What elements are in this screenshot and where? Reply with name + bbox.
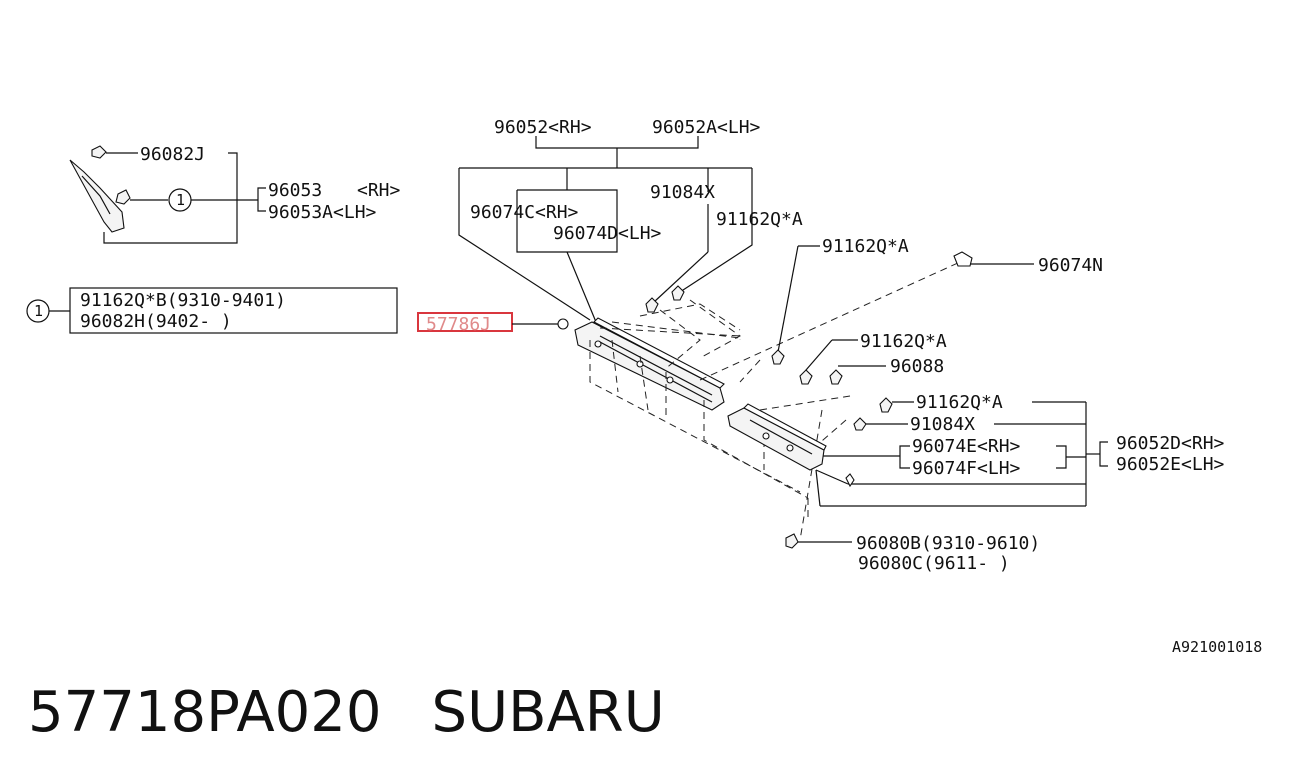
pillar-trim-group: 1 96082J 96053 <RH> 96053A<LH> <box>69 144 401 244</box>
label-96052D: 96052D<RH> <box>1116 433 1225 454</box>
label-57786J: 57786J <box>426 314 491 335</box>
clip-upper-2 <box>671 285 685 301</box>
label-96053-rh: <RH> <box>357 180 401 201</box>
lower-sill-plate <box>727 403 855 507</box>
label-91084X-top: 91084X <box>650 182 715 203</box>
label-96074C: 96074C<RH> <box>470 202 579 223</box>
label-96052A: 96052A<LH> <box>652 117 761 138</box>
clip-96082J <box>91 145 107 159</box>
box-line-1: 91162Q*B(9310-9401) <box>80 290 286 311</box>
label-91084X-bot: 91084X <box>910 414 975 435</box>
label-96074N: 96074N <box>1038 255 1103 276</box>
label-96074E: 96074E<RH> <box>912 436 1021 457</box>
screw-96080 <box>785 533 799 549</box>
dashed-guides <box>589 261 961 541</box>
cap-96074N <box>953 251 973 267</box>
label-96080B: 96080B(9310-9610) <box>856 533 1040 554</box>
label-96053: 96053 <box>268 180 322 201</box>
top-bracket-group: 96052<RH> 96052A<LH> 96074C<RH> 96074D<L… <box>458 117 803 323</box>
label-96052: 96052<RH> <box>494 117 592 138</box>
label-96074F: 96074F<LH> <box>912 458 1021 479</box>
clip-91084X-bot <box>853 417 867 431</box>
brand-name: SUBARU <box>431 680 665 745</box>
label-91162QA-2: 91162Q*A <box>822 236 909 257</box>
clip-upper-1 <box>645 297 659 313</box>
label-96080C: 96080C(9611- ) <box>858 553 1010 574</box>
clip-96088 <box>829 369 843 385</box>
label-96052E: 96052E<LH> <box>1116 454 1225 475</box>
box-line-2: 96082H(9402- ) <box>80 311 232 332</box>
pillar-trim-part <box>69 159 125 233</box>
label-96053A: 96053A<LH> <box>268 202 377 223</box>
callout-box-1: 1 91162Q*B(9310-9401) 96082H(9402- ) <box>26 287 398 334</box>
clip-91162QA-3 <box>799 369 813 385</box>
highlight-box <box>417 312 513 332</box>
right-callouts: 91162Q*A 96074N 91162Q*A 96088 91162Q*A … <box>771 236 1225 507</box>
screw-group: 96080B(9310-9610) 96080C(9611- ) <box>785 533 1040 574</box>
clip-91162QA-2 <box>771 349 785 365</box>
label-91162QA-1: 91162Q*A <box>716 209 803 230</box>
footer-part-info: 57718PA020 SUBARU <box>28 680 715 745</box>
label-96082J: 96082J <box>140 144 205 165</box>
part-number: 57718PA020 <box>28 680 382 745</box>
callout-1-top-text: 1 <box>176 191 185 209</box>
label-91162QA-3: 91162Q*A <box>860 331 947 352</box>
label-96088: 96088 <box>890 356 944 377</box>
label-96074D: 96074D<LH> <box>553 223 662 244</box>
highlighted-part[interactable]: 57786J <box>417 312 569 335</box>
callout-1-box-text: 1 <box>34 302 43 320</box>
clip-mid <box>115 189 131 205</box>
fastener-57786J <box>557 318 569 330</box>
clip-91162QA-4 <box>879 397 893 413</box>
diagram-ref-code: A921001018 <box>1172 638 1262 656</box>
label-91162QA-4: 91162Q*A <box>916 392 1003 413</box>
grommet-lower <box>845 473 855 488</box>
